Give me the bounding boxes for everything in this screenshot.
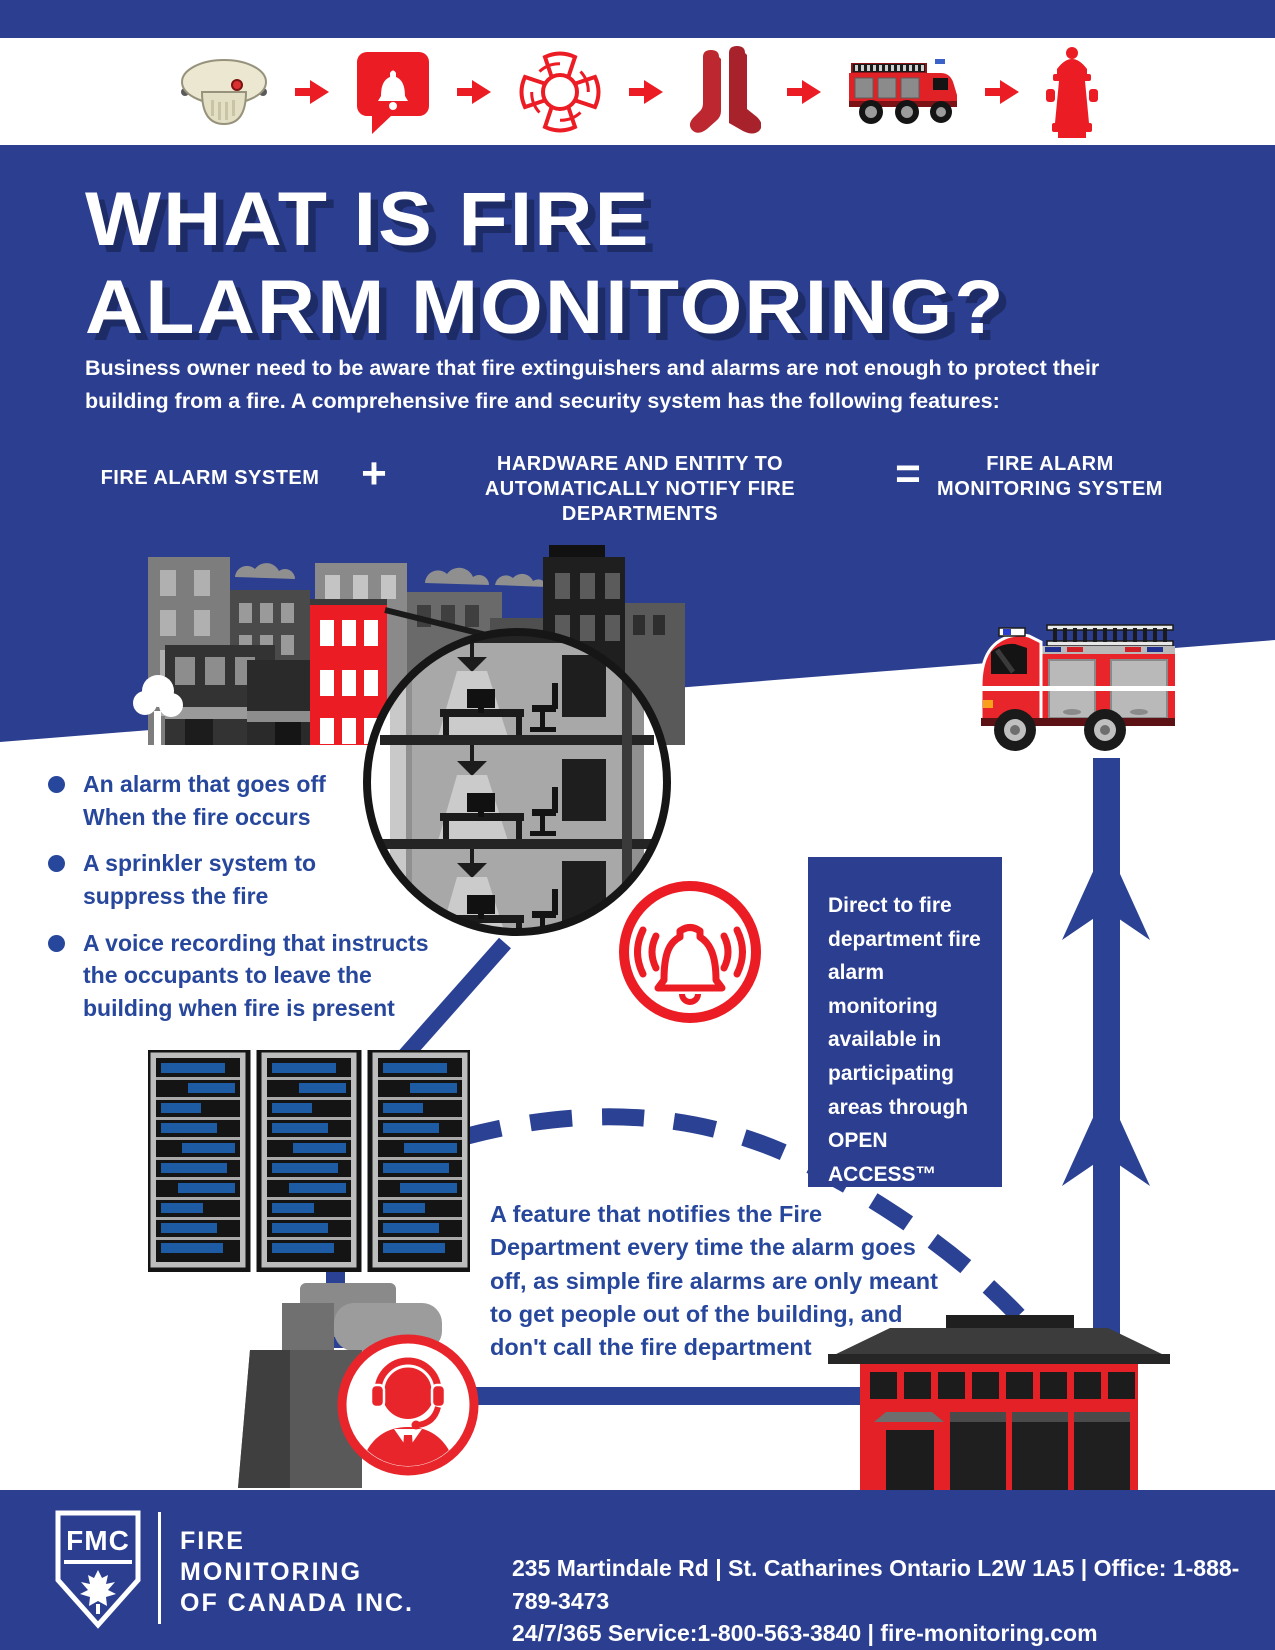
list-item: A voice recording that instructs the occ…	[48, 927, 458, 1025]
top-blue-strip	[0, 0, 1275, 38]
equals-sign: =	[895, 449, 921, 498]
formula-term-fire-alarm-system: FIRE ALARM SYSTEM	[100, 467, 320, 489]
fire-station-illustration	[828, 1315, 1170, 1490]
fmc-shield-logo: FMC	[55, 1510, 141, 1629]
server-racks-illustration	[148, 1050, 470, 1272]
fire-truck-illustration	[979, 624, 1175, 751]
bullet-text: A sprinkler system to suppress the fire	[83, 850, 317, 909]
flow-arrow-icon	[294, 79, 329, 104]
formula-result-line2: MONITORING SYSTEM	[937, 478, 1163, 500]
operator-desk-illustration	[238, 1283, 442, 1488]
flow-arrow-icon	[786, 79, 821, 104]
formula-result-line1: FIRE ALARM	[986, 453, 1114, 475]
bullet-dot-icon	[48, 776, 65, 793]
formula-term-hardware-entity: HARDWARE AND ENTITY TO AUTOMATICALLY NOT…	[420, 452, 860, 527]
smoke-detector-icon	[180, 58, 267, 125]
company-name-line1: FIRE	[180, 1527, 245, 1555]
company-name: FIRE MONITORING OF CANADA INC.	[180, 1526, 414, 1619]
bullet-dot-icon	[48, 934, 65, 952]
fire-hydrant-icon	[1045, 46, 1098, 138]
company-name-line3: OF CANADA INC.	[180, 1589, 415, 1617]
formula-term-hardware-line2: AUTOMATICALLY NOTIFY FIRE DEPARTMENTS	[484, 478, 796, 525]
alarm-bell-notification-icon	[356, 51, 429, 134]
footer-bar: FMC FIRE MONITORING OF CANADA INC. 235 M…	[0, 1490, 1275, 1650]
list-item: An alarm that goes off When the fire occ…	[48, 768, 458, 833]
footer-divider	[158, 1512, 161, 1624]
fire-truck-icon	[848, 58, 957, 124]
footer-contact-line1: 235 Martindale Rd | St. Catharines Ontar…	[512, 1555, 1240, 1614]
company-name-line2: MONITORING	[180, 1558, 363, 1586]
flow-arrow-icon	[628, 79, 663, 104]
plus-sign: +	[361, 449, 387, 498]
footer-contact: 235 Martindale Rd | St. Catharines Ontar…	[512, 1552, 1275, 1650]
open-access-callout-box: Direct to fire department fire alarm mon…	[808, 857, 1002, 1187]
flow-arrow-icon	[984, 79, 1019, 104]
callout-text: Direct to fire department fire alarm mon…	[828, 894, 981, 1186]
intro-paragraph: Business owner need to be aware that fir…	[85, 356, 1100, 414]
list-item: A sprinkler system to suppress the fire	[48, 847, 458, 912]
page-title: WHAT IS FIRE ALARM MONITORING?	[85, 182, 1004, 346]
magnified-building-interior	[363, 628, 671, 936]
page-title-line2: ALARM MONITORING?	[85, 265, 1006, 350]
alarm-bell-badge-icon	[619, 881, 761, 1023]
formula-term-hardware-line1: HARDWARE AND ENTITY TO	[496, 453, 784, 475]
call-operator-icon	[337, 1334, 479, 1476]
features-bullet-list: An alarm that goes off When the fire occ…	[48, 768, 458, 1039]
fire-department-badge-icon	[519, 51, 600, 132]
bullet-text: A voice recording that instructs the occ…	[83, 929, 429, 1021]
formula-result-monitoring-system: FIRE ALARM MONITORING SYSTEM	[935, 452, 1165, 502]
icon-flow-band	[0, 38, 1275, 145]
firefighter-boots-icon	[689, 45, 761, 133]
fmc-logo-text: FMC	[66, 1525, 130, 1556]
bullet-dot-icon	[48, 855, 65, 873]
footer-contact-line2: 24/7/365 Service:1-800-563-3840 | fire-m…	[512, 1620, 1098, 1647]
feature-paragraph: A feature that notifies the Fire Departm…	[490, 1201, 938, 1361]
bullet-text: An alarm that goes off When the fire occ…	[83, 771, 326, 830]
flow-arrow-icon	[456, 79, 491, 104]
page-title-line1: WHAT IS FIRE	[85, 177, 651, 262]
